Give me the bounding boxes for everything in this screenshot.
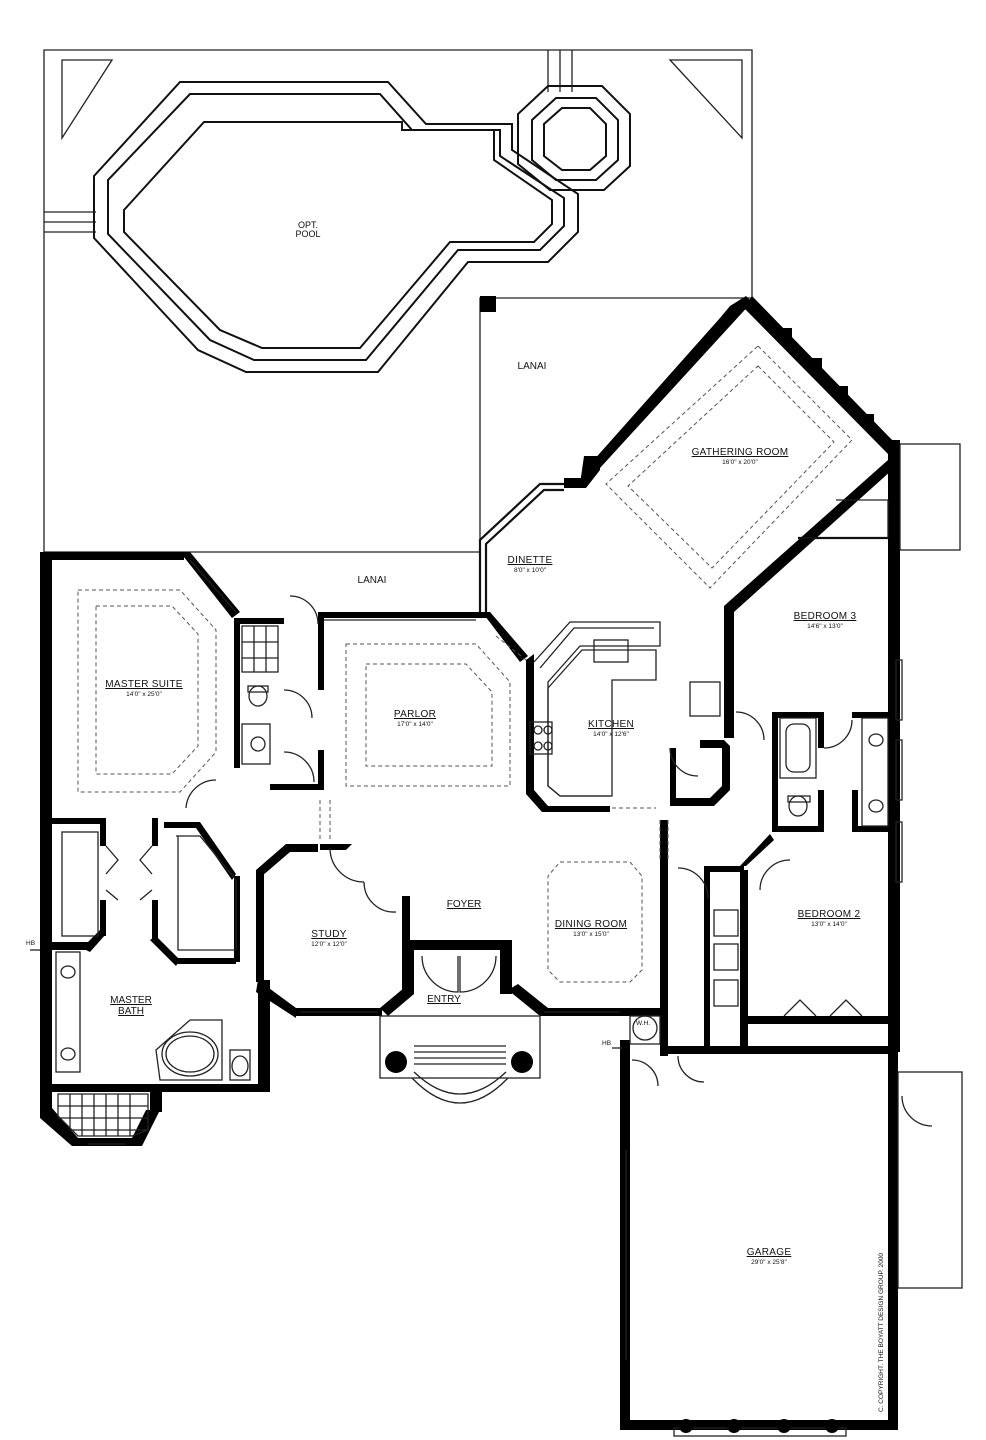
room-dimensions: 13'0" x 15'0" xyxy=(573,930,609,938)
room-name: DINETTE xyxy=(507,555,553,566)
pool xyxy=(93,81,631,373)
master-bath-label: MASTER BATH xyxy=(96,995,166,1017)
room-dimensions: 17'0" x 14'0" xyxy=(397,720,433,728)
lanai-front-label: LANAI xyxy=(357,575,387,586)
room-dimensions: 8'0" x 10'0" xyxy=(513,566,547,574)
hose-bib-left-label: HB xyxy=(26,940,36,947)
pool-label-line2: POOL xyxy=(295,229,321,240)
water-heater-label: W.H. xyxy=(636,1020,651,1027)
room-dimensions: 14'6" x 13'0" xyxy=(807,622,843,630)
room-dimensions: 14'0" x 12'6" xyxy=(593,730,629,738)
room-label-garage: GARAGE 29'0" x 25'8" xyxy=(726,1247,812,1266)
lanai-back-label: LANAI xyxy=(517,361,547,372)
room-label-study: STUDY 12'0" x 12'0" xyxy=(296,929,362,948)
room-label-dining: DINING ROOM 13'0" x 15'0" xyxy=(546,919,636,938)
room-dimensions: 16'0" x 20'0" xyxy=(722,458,758,466)
interior-walls xyxy=(52,612,892,1054)
room-name: GATHERING ROOM xyxy=(691,447,789,458)
room-label-bedroom3: BEDROOM 3 14'6" x 13'0" xyxy=(780,611,870,630)
room-name: BEDROOM 2 xyxy=(797,909,861,920)
room-dimensions: 13'0" x 14'0" xyxy=(811,920,847,928)
pool-deck xyxy=(43,49,753,552)
room-label-kitchen: KITCHEN 14'0" x 12'6" xyxy=(576,719,646,738)
pool-label-line1: OPT. xyxy=(297,220,318,230)
room-label-dinette: DINETTE 8'0" x 10'0" xyxy=(500,555,560,574)
room-name: MASTER SUITE xyxy=(105,679,183,690)
hose-bib-right-label: HB xyxy=(602,1040,612,1047)
room-label-gathering: GATHERING ROOM 16'0" x 20'0" xyxy=(680,447,800,466)
room-dimensions: 29'0" x 25'8" xyxy=(751,1258,787,1266)
room-name: PARLOR xyxy=(393,709,437,720)
construction-lines xyxy=(30,328,963,1437)
foyer-label: FOYER xyxy=(446,899,482,910)
master-bath-line2: BATH xyxy=(118,1005,144,1017)
master-bath-line1: MASTER xyxy=(110,995,152,1006)
tile-pattern xyxy=(57,1093,149,1137)
room-name: BEDROOM 3 xyxy=(793,611,857,622)
room-dimensions: 14'0" x 25'0" xyxy=(126,690,162,698)
room-dimensions: 12'0" x 12'0" xyxy=(311,940,347,948)
entry-label: ENTRY xyxy=(427,994,461,1005)
room-name: GARAGE xyxy=(746,1247,792,1258)
room-name: DINING ROOM xyxy=(554,919,628,930)
copyright-text: C. COPYRIGHT. THE BOYATT DESIGN GROUP. 2… xyxy=(878,1252,885,1412)
room-label-bedroom2: BEDROOM 2 13'0" x 14'0" xyxy=(786,909,872,928)
room-label-master-suite: MASTER SUITE 14'0" x 25'0" xyxy=(96,679,192,698)
room-name: STUDY xyxy=(311,929,347,940)
room-label-parlor: PARLOR 17'0" x 14'0" xyxy=(380,709,450,728)
pool-label: OPT. POOL xyxy=(290,220,326,240)
room-name: KITCHEN xyxy=(588,719,634,730)
lanai-outline xyxy=(44,296,752,553)
